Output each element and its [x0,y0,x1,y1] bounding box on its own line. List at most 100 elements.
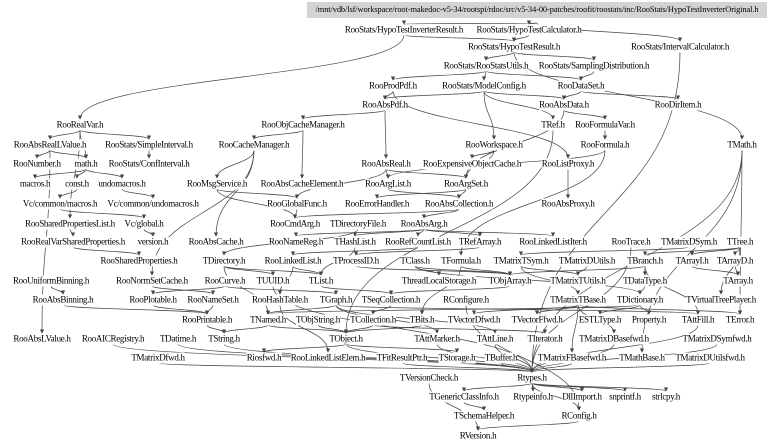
graph-node[interactable]: TMatrixDBasefwd.h [579,333,649,345]
graph-node[interactable]: RooArgSet.h [444,178,488,190]
graph-node[interactable]: TMathBase.h [619,352,665,364]
graph-node[interactable]: RooAbsBinning.h [32,294,94,306]
graph-node[interactable]: TArrayI.h [675,255,709,267]
graph-node[interactable]: RooStats/SimpleInterval.h [105,139,193,151]
graph-node[interactable]: RooSharedPropertiesList.h [25,218,115,230]
graph-node[interactable]: RooRealVarSharedProperties.h [21,236,125,248]
graph-node[interactable]: RooCurve.h [204,275,246,287]
graph-node[interactable]: RooArgList.h [365,178,411,190]
graph-node[interactable]: TMatrixDUtilsfwd.h [675,352,745,364]
graph-node[interactable]: TMatrixDSymfwd.h [682,333,752,345]
graph-node[interactable]: RooWorkspace.h [465,139,523,151]
graph-node[interactable]: RooHashTable.h [252,294,308,306]
graph-node[interactable]: TObject.h [329,333,363,345]
graph-node[interactable]: TMatrixTBase.h [550,294,606,306]
graph-node[interactable]: TSeqCollection.h [361,294,421,306]
graph-node[interactable]: TArray.h [723,275,753,287]
graph-node[interactable]: TVersionCheck.h [399,372,459,384]
graph-node[interactable]: TList.h [308,275,334,287]
graph-node[interactable]: TNamed.h [250,314,286,326]
graph-node[interactable]: TDirectoryFile.h [330,218,386,230]
graph-node[interactable]: RooSharedProperties.h [100,255,178,267]
graph-node[interactable]: TIterator.h [527,333,563,345]
graph-node[interactable]: RConfig.h [561,410,597,422]
graph-node[interactable]: TVectorDfwd.h [447,314,501,326]
graph-node[interactable]: RooStats/ModelConfig.h [442,80,526,92]
graph-node[interactable]: RooNameReg.h [268,236,324,248]
graph-node[interactable]: RooNameSet.h [187,294,239,306]
graph-node[interactable]: math.h [74,158,98,170]
graph-node[interactable]: Vc/common/undomacros.h [107,198,199,210]
graph-node[interactable]: RooTrace.h [611,236,651,248]
root-file-node[interactable]: /mnt/vdb/lsf/workspace/root-makedoc-v5-3… [307,2,767,18]
graph-node[interactable]: version.h [137,236,169,248]
graph-node[interactable]: TRef.h [541,119,565,131]
graph-node[interactable]: RooNormSetCache.h [116,275,188,287]
graph-node[interactable]: TBranch.h [627,255,663,267]
graph-node[interactable]: TCollection.h [350,314,396,326]
graph-node[interactable]: RooCacheManager.h [218,139,290,151]
graph-node[interactable]: TDataType.h [623,275,667,287]
graph-node[interactable]: RooAbsCache.h [188,236,244,248]
graph-node[interactable]: RooGlobalFunc.h [267,198,327,210]
graph-node[interactable]: RVersion.h [459,430,497,442]
graph-node[interactable]: Rtypes.h [517,372,547,384]
graph-node[interactable]: RooNumber.h [13,158,61,170]
graph-node[interactable]: DllImport.h [562,391,602,403]
graph-node[interactable]: TBuffer.h [484,352,518,364]
graph-node[interactable]: TMatrixTUtils.h [550,275,606,287]
graph-node[interactable]: TArrayD.h [716,255,754,267]
graph-node[interactable]: TBits.h [409,314,435,326]
graph-node[interactable]: RooLinkedList.h [264,255,322,267]
graph-node[interactable]: TMatrixDfwd.h [131,352,185,364]
graph-node[interactable]: RooFormulaVar.h [575,119,635,131]
graph-node[interactable]: RooLinkedListIter.h [519,236,587,248]
graph-node[interactable]: ThreadLocalStorage.h [401,275,477,287]
graph-node[interactable]: Property.h [631,314,667,326]
graph-node[interactable]: RooAbsCacheElement.h [260,178,344,190]
graph-node[interactable]: TDictionary.h [616,294,664,306]
graph-node[interactable]: RooLinkedListElem.h [290,352,366,364]
graph-node[interactable]: TMath.h [727,139,757,151]
graph-node[interactable]: TClass.h [400,255,430,267]
graph-node[interactable]: TObjString.h [296,314,340,326]
graph-node[interactable]: RooStats/HypoTestCalculator.h [476,24,582,36]
graph-node[interactable]: snprintf.h [609,391,641,403]
graph-node[interactable]: TRefArray.h [458,236,502,248]
graph-node[interactable]: RConfigure.h [443,294,489,306]
graph-node[interactable]: strlcpy.h [652,391,680,403]
graph-node[interactable]: TGenericClassInfo.h [429,391,499,403]
graph-node[interactable]: RooAbsReal.h [361,158,411,170]
graph-node[interactable]: TGraph.h [319,294,353,306]
graph-node[interactable]: TStorage.h [438,352,476,364]
graph-node[interactable]: RooAbsArg.h [400,218,448,230]
graph-node[interactable]: TAttFill.h [681,314,715,326]
graph-node[interactable]: THashList.h [334,236,376,248]
graph-node[interactable]: TObjArray.h [488,275,532,287]
graph-node[interactable]: const.h [65,178,89,190]
graph-node[interactable]: TMatrixDUtils.h [558,255,616,267]
graph-node[interactable]: RooAbsCollection.h [424,198,494,210]
graph-node[interactable]: TFitResultPtr.h [376,352,428,364]
graph-node[interactable]: RooAbsProxy.h [541,198,595,210]
graph-node[interactable]: TSchemaHelper.h [453,410,515,422]
graph-node[interactable]: RooMsgService.h [186,178,248,190]
graph-node[interactable]: RooRefCountList.h [385,236,451,248]
graph-node[interactable]: RooAICRegistry.h [81,333,145,345]
graph-node[interactable]: RooListProxy.h [541,158,595,170]
graph-node[interactable]: TMatrixDSym.h [661,236,717,248]
graph-node[interactable]: RooStats/HypoTestResult.h [467,41,561,53]
graph-node[interactable]: ESTLType.h [578,314,622,326]
graph-node[interactable]: RooStats/IntervalCalculator.h [630,41,730,53]
graph-node[interactable]: TTree.h [726,236,754,248]
graph-node[interactable]: RooFormula.h [580,139,630,151]
graph-node[interactable]: TDatime.h [159,333,197,345]
graph-node[interactable]: RooStats/HypoTestInverterResult.h [344,24,464,36]
graph-node[interactable]: TString.h [208,333,240,345]
graph-node[interactable]: RooAbsLValue.h [13,333,71,345]
graph-node[interactable]: RooDirItem.h [654,99,702,111]
graph-node[interactable]: Vc/common/macros.h [22,198,98,210]
graph-node[interactable]: RooStats/RooStatsUtils.h [443,60,529,72]
graph-node[interactable]: RooRealVar.h [56,119,104,131]
graph-node[interactable]: TMatrixFBasefwd.h [537,352,607,364]
